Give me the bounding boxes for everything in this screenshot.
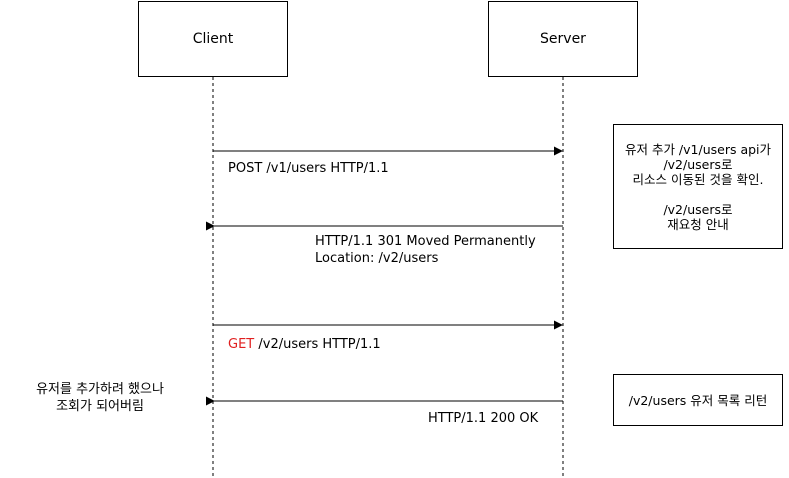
server-participant-label: Server xyxy=(540,30,586,47)
get-method-text: GET xyxy=(228,337,255,352)
redirect-response-label: HTTP/1.1 301 Moved Permanently Location:… xyxy=(315,233,536,267)
server-note-1-spacer xyxy=(625,187,771,202)
server-note-list: /v2/users 유저 목록 리턴 xyxy=(613,374,783,426)
post-request-label: POST /v1/users HTTP/1.1 xyxy=(228,161,389,176)
client-participant-label: Client xyxy=(192,30,234,47)
ok-response-label: HTTP/1.1 200 OK xyxy=(428,411,539,426)
client-note-line: 유저를 추가하려 했으나 xyxy=(36,382,164,397)
server-note-2-text: /v2/users 유저 목록 리턴 xyxy=(628,392,768,408)
redirect-location-line: Location: /v2/users xyxy=(315,251,439,266)
client-participant-box: Client xyxy=(138,1,288,77)
server-note-1-line: /v2/users로 xyxy=(663,201,733,217)
get-path-text: /v2/users HTTP/1.1 xyxy=(254,337,381,352)
server-note-1-line: 유저 추가 /v1/users api가 xyxy=(624,141,772,157)
client-note-line: 조회가 되어버림 xyxy=(56,399,144,414)
server-participant-box: Server xyxy=(488,1,638,77)
redirect-status-line: HTTP/1.1 301 Moved Permanently xyxy=(315,234,536,249)
client-side-note: 유저를 추가하려 했으나 조회가 되어버림 xyxy=(10,381,190,415)
get-request-label: GET /v2/users HTTP/1.1 xyxy=(228,336,381,353)
server-note-1-line: 리소스 이동된 것을 확인. xyxy=(632,171,764,187)
server-note-1-line: 재요청 안내 xyxy=(667,216,729,232)
server-note-1-line: /v2/users로 xyxy=(663,156,733,172)
server-note-redirect: 유저 추가 /v1/users api가 /v2/users로 리소스 이동된 … xyxy=(613,124,783,249)
